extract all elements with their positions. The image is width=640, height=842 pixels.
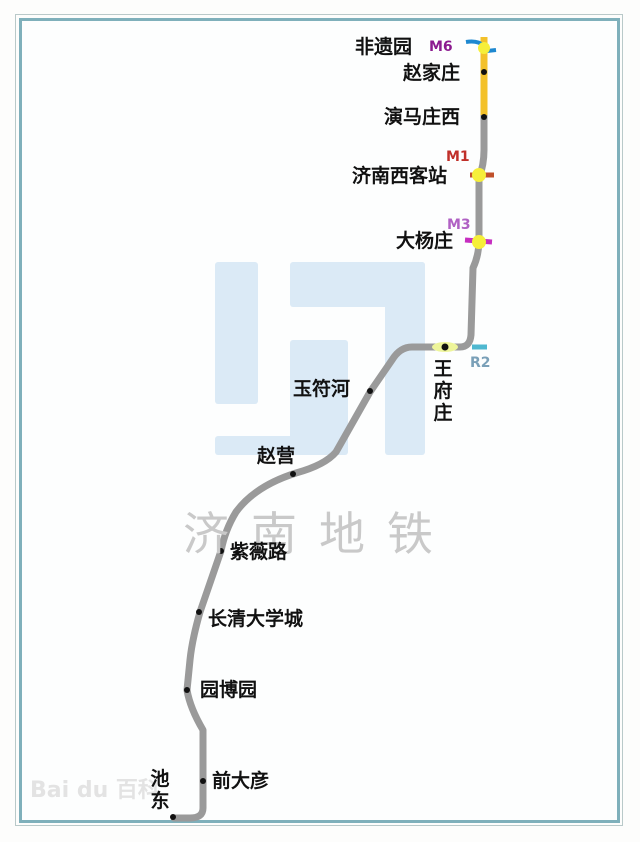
transfer-badge-m1: M1	[446, 149, 470, 165]
transfer-badge-m3: M3	[447, 217, 471, 233]
station-qiandayan: 前大彦	[212, 770, 270, 792]
station-feiyiyuan: 非遗园	[355, 36, 413, 58]
station-dayangzhuang: 大杨庄	[396, 230, 454, 252]
station-wangfuzhuang: 王 府 庄	[433, 358, 453, 424]
map-inner-frame	[19, 18, 620, 823]
map-outer-frame	[15, 14, 623, 826]
station-zhaojiazhuang: 赵家庄	[403, 62, 461, 84]
station-yuanboyuan: 园博园	[200, 679, 258, 701]
station-chidong: 池 东	[150, 768, 170, 812]
station-yanmazhuangxi: 演马庄西	[384, 106, 461, 128]
station-ziweilu: 紫薇路	[230, 541, 288, 563]
transfer-node-m3	[472, 235, 486, 249]
station-jinanxikezhan: 济南西客站	[352, 165, 448, 187]
track-gray	[170, 111, 488, 822]
station-changqingdaxuecheng: 长清大学城	[208, 608, 304, 630]
station-dots	[170, 69, 487, 820]
station-yufuhe: 玉符河	[293, 378, 351, 400]
transfer-node-m6	[478, 42, 490, 54]
station-zhaoying: 赵营	[257, 445, 296, 467]
transfer-node-m1	[472, 168, 486, 182]
metro-name-watermark: 济南地铁	[183, 507, 455, 561]
transfer-badge-r2: R2	[470, 355, 491, 371]
baidu-watermark: Bai du 百科	[30, 778, 160, 803]
metro-logo-watermark	[215, 262, 425, 455]
transfer-badge-m6: M6	[429, 39, 453, 55]
